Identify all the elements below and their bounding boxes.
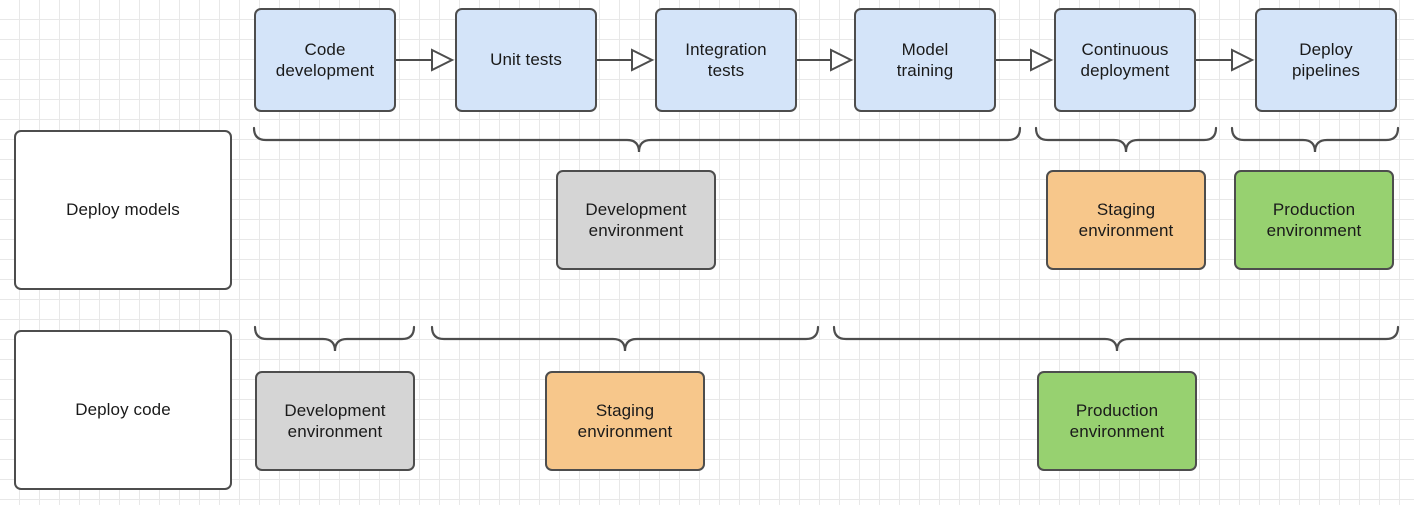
stage-model-training[interactable]: Model training bbox=[854, 8, 996, 112]
brace-code-production bbox=[832, 325, 1400, 353]
brace-code-development bbox=[253, 325, 416, 353]
stage-unit-tests[interactable]: Unit tests bbox=[455, 8, 597, 112]
stage-continuous-deployment[interactable]: Continuous deployment bbox=[1054, 8, 1196, 112]
stage-code-development[interactable]: Code development bbox=[254, 8, 396, 112]
brace-models-staging bbox=[1034, 126, 1218, 154]
brace-models-production bbox=[1230, 126, 1400, 154]
arrow-5 bbox=[1196, 48, 1255, 72]
brace-models-development bbox=[252, 126, 1022, 154]
env-models-production[interactable]: Production environment bbox=[1234, 170, 1394, 270]
env-code-production[interactable]: Production environment bbox=[1037, 371, 1197, 471]
stage-deploy-pipelines[interactable]: Deploy pipelines bbox=[1255, 8, 1397, 112]
env-models-development[interactable]: Development environment bbox=[556, 170, 716, 270]
arrow-3 bbox=[797, 48, 854, 72]
row-label-deploy-code[interactable]: Deploy code bbox=[14, 330, 232, 490]
arrow-1 bbox=[396, 48, 455, 72]
row-label-deploy-models[interactable]: Deploy models bbox=[14, 130, 232, 290]
arrow-2 bbox=[597, 48, 655, 72]
stage-integration-tests[interactable]: Integration tests bbox=[655, 8, 797, 112]
arrow-4 bbox=[996, 48, 1054, 72]
env-code-development[interactable]: Development environment bbox=[255, 371, 415, 471]
env-code-staging[interactable]: Staging environment bbox=[545, 371, 705, 471]
brace-code-staging bbox=[430, 325, 820, 353]
env-models-staging[interactable]: Staging environment bbox=[1046, 170, 1206, 270]
